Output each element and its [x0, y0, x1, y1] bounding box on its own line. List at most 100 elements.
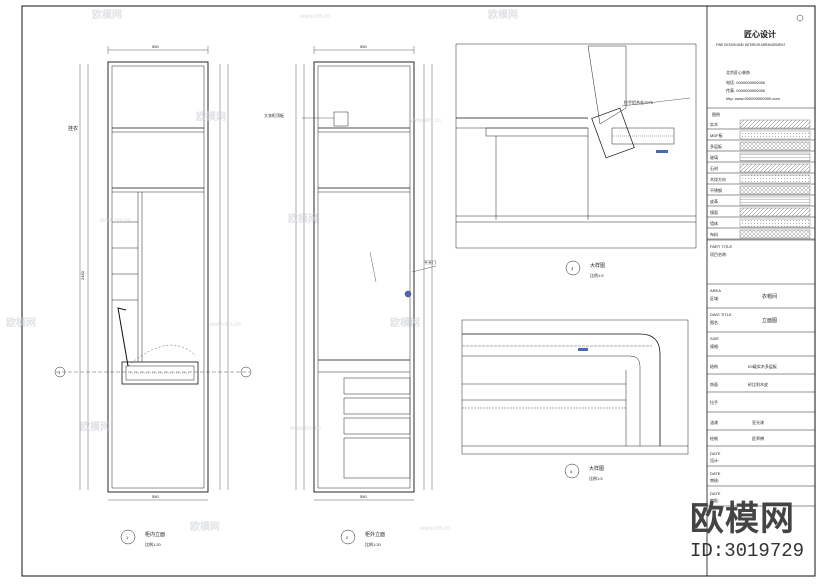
company-url: http: www.000000000000.com — [726, 96, 780, 101]
legend-row: 多层板 — [707, 141, 815, 152]
left-elevation-scale: 比例1:20 — [145, 541, 162, 547]
area-value: 衣帽间 — [762, 293, 777, 300]
handle-label: 拉手 — [710, 399, 718, 405]
legend-label: 多层板 — [710, 143, 722, 149]
legend-row: MDF板 — [707, 130, 815, 141]
dwg-title-label: DWG TITLE — [710, 312, 732, 317]
legend-label: 玻璃 — [710, 154, 718, 160]
dim-bottom-width: 550 — [152, 494, 159, 499]
drawn-label: 绘制 — [710, 435, 718, 441]
section-marker-a: 1 — [58, 370, 61, 375]
structure-value: E0级实木多层板 — [748, 363, 777, 369]
area-cn: 区域: — [710, 295, 719, 301]
legend-label: 镜面 — [710, 209, 718, 215]
drawn-value: 匠师傅 — [752, 435, 764, 441]
company-title: 匠心设计 — [744, 29, 776, 39]
legend-swatch — [739, 141, 811, 151]
watermark-brand-large: 欧模网 — [690, 500, 795, 538]
company-fax: 传真: 0000000000000 — [726, 87, 766, 93]
legend-row: 皮革 — [707, 196, 815, 207]
finish-value: 砂比利木皮 — [748, 381, 768, 387]
watermark-url-3: www.om.cn — [99, 218, 131, 224]
watermark-brand-3: 欧模网 — [196, 110, 226, 123]
dim-top-width: 550 — [152, 44, 159, 49]
legend-label: 不锈钢 — [710, 187, 722, 193]
detail-label-handle: 拉手铝合金7075 — [624, 99, 654, 105]
title-number-detail-bottom: 4 — [570, 469, 573, 474]
finish-label: 饰面 — [710, 381, 718, 387]
part-title-label: PART TITLE — [710, 244, 732, 249]
mid-elevation-title: 柜外立面 — [365, 531, 385, 538]
title-number-mid: 2 — [346, 535, 349, 540]
legend-row: 石材 — [707, 163, 815, 174]
size-label: SIZE — [710, 336, 719, 341]
watermark-brand-7: 欧模网 — [80, 420, 110, 433]
date1-label: DATE — [710, 451, 721, 456]
legend-row: 不锈钢 — [707, 185, 815, 196]
area-label: AREA — [710, 288, 721, 293]
legend-label: 石材 — [710, 165, 718, 171]
dwg-title-value: 立面图 — [762, 317, 777, 324]
date3-cn: 审批: — [710, 497, 719, 503]
watermark-layer: 欧模网 www.om.cn 欧模网 欧模网 www.om.cn 欧模网 www.… — [6, 8, 804, 562]
company-subtitle: FINE DESIGN AND INTERIOR ARRANGEMENT — [716, 43, 785, 47]
date3-label: DATE — [710, 491, 721, 496]
sheet-border — [21, 5, 816, 577]
company-phone: 电话: 0000000000000 — [726, 79, 766, 85]
watermark-brand-5: 欧模网 — [6, 316, 36, 329]
watermark-url-2: www.om.cn — [409, 118, 441, 124]
watermark-brand-4: 欧模网 — [288, 212, 318, 225]
legend-label: 布料 — [710, 231, 718, 237]
logo-mark-icon — [796, 14, 804, 22]
date1-cn: 设计: — [710, 457, 719, 463]
legend-swatch — [739, 119, 811, 129]
detail-bottom-scale: 比例1:5 — [589, 475, 603, 481]
mid-label-swing-door: 平开门 — [424, 259, 436, 265]
legend-row: 布料 — [707, 229, 815, 240]
watermark-brand-1: 欧模网 — [92, 8, 122, 21]
structure-label: 结构 — [710, 363, 718, 369]
size-cn: 规格: — [710, 343, 719, 349]
watermark-id: ID:3019729 — [690, 540, 804, 562]
company-contact-title: 北京匠心装饰 — [726, 69, 750, 75]
title-block: 匠心设计 FINE DESIGN AND INTERIOR ARRANGEMEN… — [707, 14, 815, 507]
left-elevation-title: 柜内立面 — [145, 531, 165, 538]
legend-row: 玻璃 — [707, 152, 815, 163]
legend-label: 木纹方向 — [710, 176, 726, 182]
legend-label: 墙体 — [710, 220, 718, 226]
legend-label: MDF板 — [710, 132, 723, 138]
watermark-url-4: www.om.cn — [209, 322, 241, 328]
legend-swatch — [739, 130, 811, 140]
detail-top-scale: 比例1:5 — [590, 272, 604, 278]
legend-swatch — [739, 185, 811, 195]
legend-swatch — [739, 218, 811, 228]
legend-row: 木纹方向 — [707, 174, 815, 185]
title-number-detail-top: 3 — [571, 266, 574, 271]
dim-left-height: 2450 — [80, 270, 85, 280]
legend-swatch — [739, 207, 811, 217]
title-circle-detail-top — [565, 260, 581, 276]
left-hang-label: 挂衣 — [68, 125, 78, 132]
watermark-brand-2: 欧模网 — [488, 8, 518, 21]
legend-swatch — [739, 152, 811, 162]
dim-mid-bottom-width: 550 — [360, 494, 367, 499]
title-circle-left — [120, 529, 136, 545]
legend-row: 实木 — [707, 119, 815, 130]
legend-swatch — [739, 163, 811, 173]
watermark-brand-6: 欧模网 — [390, 316, 420, 329]
detail-top-title: 大样图 — [590, 262, 605, 269]
legend-swatch — [739, 229, 811, 239]
legend-swatch — [739, 174, 811, 184]
detail-bottom-title: 大样图 — [589, 465, 604, 472]
dwg-title-cn: 图名: — [710, 319, 719, 325]
part-title-cn: 项目名称: — [710, 251, 727, 257]
paint-label: 油漆 — [710, 419, 718, 425]
title-number-left: 1 — [126, 535, 129, 540]
date2-label: DATE — [710, 471, 721, 476]
mid-elevation-scale: 比例1:20 — [365, 541, 382, 547]
watermark-url-6: www.om.cn — [419, 526, 451, 532]
watermark-brand-8: 欧模网 — [190, 520, 220, 533]
legend-swatch — [739, 196, 811, 206]
